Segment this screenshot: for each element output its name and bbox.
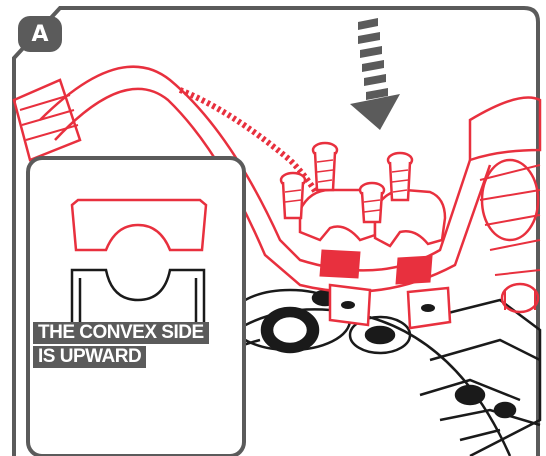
callout-line-1: THE CONVEX SIDE [33, 322, 209, 344]
callout-line-2: IS UPWARD [33, 346, 146, 368]
step-badge: A [18, 16, 62, 52]
dashed-down-arrow-icon [350, 18, 400, 130]
inset-callout-box [28, 158, 244, 456]
callout-label: THE CONVEX SIDE IS UPWARD [33, 322, 243, 370]
lower-clamps [330, 285, 450, 328]
bolt-4-icon [360, 183, 384, 222]
bolt-1-icon [313, 143, 337, 190]
bolt-2-icon [388, 153, 412, 200]
clamp-bands [320, 250, 432, 284]
bolt-3-icon [281, 173, 305, 218]
